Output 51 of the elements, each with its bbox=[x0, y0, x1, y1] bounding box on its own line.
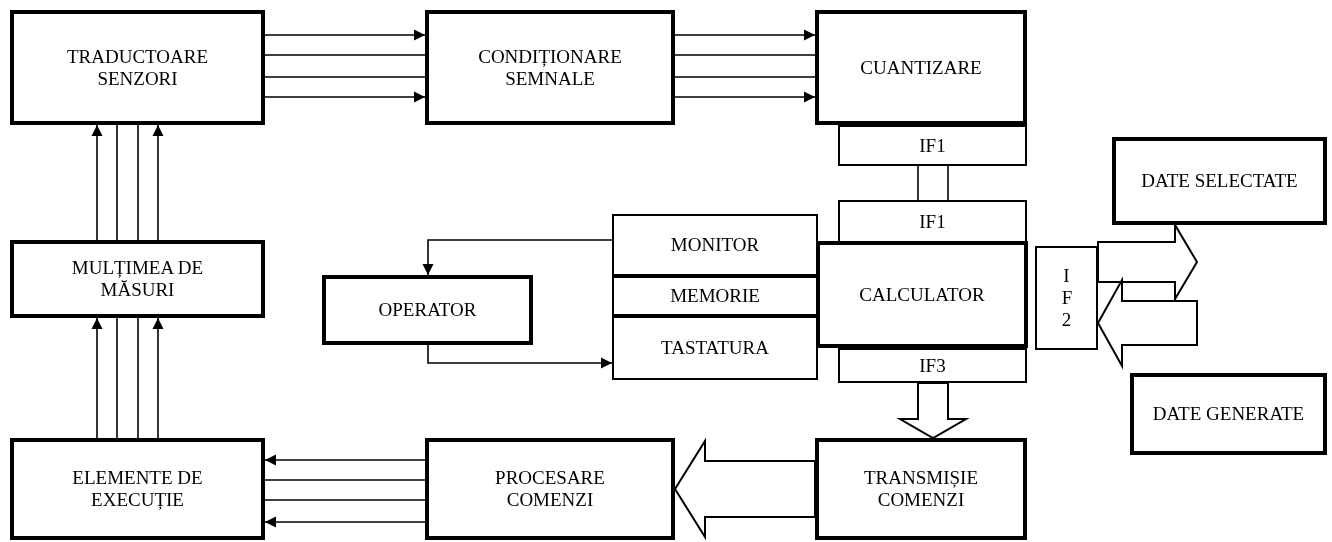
arrow bbox=[152, 317, 164, 439]
process-box bbox=[816, 241, 1028, 348]
node-label: MULȚIMEA DE MĂSURI bbox=[70, 257, 205, 301]
process-box bbox=[815, 10, 1027, 125]
arrow bbox=[264, 29, 426, 41]
node-label: IF1 bbox=[919, 210, 946, 233]
node-label: MONITOR bbox=[670, 234, 760, 256]
arrow bbox=[427, 344, 613, 369]
process-box bbox=[815, 438, 1027, 540]
block-arrow bbox=[1096, 276, 1198, 370]
block-arrow bbox=[673, 437, 816, 541]
process-box bbox=[612, 276, 818, 316]
arrow bbox=[91, 317, 103, 439]
interface-box bbox=[1035, 246, 1098, 350]
node-label: CUANTIZARE bbox=[860, 56, 982, 79]
interface-box bbox=[838, 200, 1027, 243]
process-box bbox=[10, 438, 265, 540]
node-label: MEMORIE bbox=[670, 285, 760, 307]
node-label: CONDIȚIONARE SEMNALE bbox=[477, 45, 623, 90]
node-label: TRANSMIȘIE COMENZI bbox=[863, 467, 979, 511]
node-label: ELEMENTE DE EXECUȚIE bbox=[71, 467, 204, 511]
node-label: PROCESARE COMENZI bbox=[494, 467, 606, 511]
interface-box bbox=[838, 125, 1027, 166]
process-box bbox=[1130, 373, 1327, 455]
node-label: CALCULATOR bbox=[859, 283, 985, 306]
arrow bbox=[264, 454, 426, 466]
arrow bbox=[422, 239, 613, 276]
arrow bbox=[264, 516, 426, 528]
process-box bbox=[425, 10, 675, 125]
process-box bbox=[425, 438, 675, 540]
node-label: DATE GENERATE bbox=[1152, 403, 1305, 425]
arrow bbox=[674, 29, 816, 41]
node-label: TRADUCTOARE SENZORI bbox=[65, 45, 210, 90]
node-label: IF3 bbox=[919, 354, 946, 377]
interface-box bbox=[838, 348, 1027, 383]
node-label: IF1 bbox=[919, 134, 946, 157]
arrow bbox=[674, 91, 816, 103]
process-box bbox=[322, 275, 533, 345]
arrow bbox=[152, 124, 164, 241]
arrow bbox=[91, 124, 103, 241]
process-box bbox=[612, 214, 818, 276]
process-box bbox=[10, 240, 265, 318]
node-label: I F 2 bbox=[1061, 265, 1072, 331]
process-box bbox=[1112, 137, 1327, 225]
process-box bbox=[612, 316, 818, 380]
arrow bbox=[264, 91, 426, 103]
node-label: OPERATOR bbox=[378, 299, 477, 321]
block-arrow bbox=[896, 382, 970, 440]
node-label: DATE SELECTATE bbox=[1141, 170, 1298, 192]
node-label: TASTATURA bbox=[661, 337, 769, 359]
process-box bbox=[10, 10, 265, 125]
